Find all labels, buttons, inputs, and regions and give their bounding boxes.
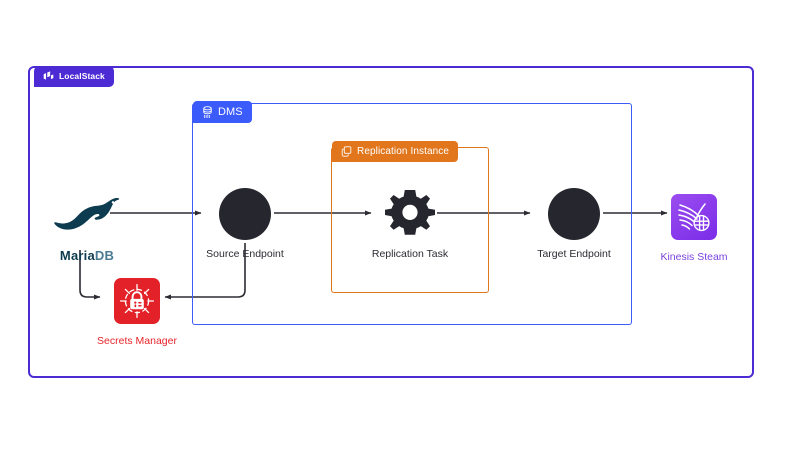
dms-badge[interactable]: DMS bbox=[193, 101, 252, 123]
node-source-endpoint-label: Source Endpoint bbox=[206, 248, 284, 260]
mariadb-sealion-icon bbox=[52, 186, 122, 242]
node-secrets-manager-label: Secrets Manager bbox=[97, 335, 177, 347]
node-replication-task-label: Replication Task bbox=[371, 248, 449, 260]
node-kinesis-stream[interactable]: Kinesis Steam bbox=[629, 189, 759, 264]
localstack-badge[interactable]: LocalStack bbox=[34, 66, 114, 87]
kinesis-stream-icon bbox=[671, 189, 717, 245]
database-icon bbox=[202, 105, 213, 119]
copy-icon bbox=[341, 146, 352, 157]
localstack-logo-icon bbox=[43, 71, 54, 82]
padlock-shield-icon bbox=[114, 273, 160, 329]
node-replication-task[interactable]: Replication Task bbox=[345, 186, 475, 261]
node-target-endpoint-label: Target Endpoint bbox=[537, 248, 611, 260]
localstack-boundary bbox=[28, 66, 754, 378]
node-mariadb[interactable]: MariaDB bbox=[22, 186, 152, 264]
dms-badge-label: DMS bbox=[218, 105, 243, 118]
localstack-badge-label: LocalStack bbox=[59, 71, 105, 82]
replication-instance-badge[interactable]: Replication Instance bbox=[332, 141, 459, 162]
node-secrets-manager[interactable]: Secrets Manager bbox=[72, 273, 202, 348]
mariadb-wordmark-secondary: DB bbox=[94, 248, 115, 263]
circle-node-icon bbox=[219, 186, 271, 242]
node-mariadb-label: MariaDB bbox=[59, 248, 115, 264]
gear-icon bbox=[384, 186, 436, 242]
mariadb-wordmark-primary: Maria bbox=[59, 248, 95, 263]
dms-boundary bbox=[192, 103, 632, 325]
circle-node-icon bbox=[548, 186, 600, 242]
replication-instance-badge-label: Replication Instance bbox=[357, 145, 450, 157]
node-source-endpoint[interactable]: Source Endpoint bbox=[180, 186, 310, 261]
node-target-endpoint[interactable]: Target Endpoint bbox=[509, 186, 639, 261]
node-kinesis-stream-label: Kinesis Steam bbox=[660, 251, 728, 263]
